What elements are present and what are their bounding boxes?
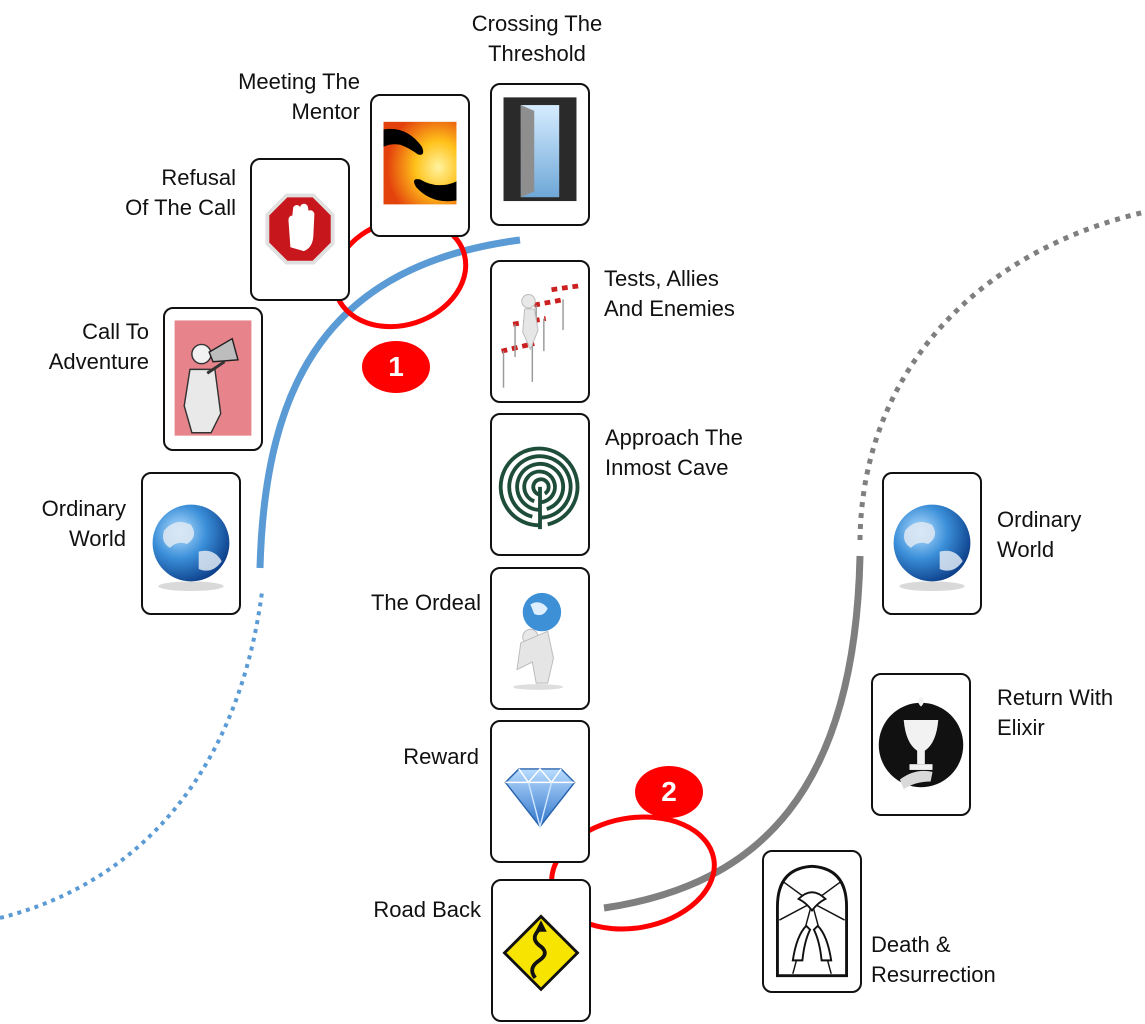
threshold-one-badge-label: 1 (388, 351, 404, 382)
departure-path-solid (256, 236, 521, 569)
crossing-the-threshold-card (490, 83, 590, 226)
meeting-the-mentor-card (370, 94, 470, 237)
the-ordeal-card (490, 567, 590, 710)
road-back-card (491, 879, 591, 1022)
death-resurrection-label: Death & Resurrection (871, 932, 996, 987)
winding-road-sign-icon (502, 914, 580, 992)
threshold-two-badge: 2 (635, 766, 703, 818)
call-to-adventure-card (163, 307, 263, 451)
ordinary-world-start-label: Ordinary World (41, 496, 126, 551)
megaphone-man-icon (174, 320, 252, 436)
approach-inmost-cave-label: Approach The Inmost Cave (605, 425, 743, 480)
road-back-label: Road Back (373, 897, 481, 922)
diamond-icon (504, 767, 576, 830)
call-to-adventure-label: Call To Adventure (48, 319, 149, 374)
return-path-dotted (857, 209, 1145, 541)
return-with-elixir-label: Return With Elixir (997, 685, 1114, 740)
tests-allies-enemies-card (490, 260, 590, 403)
globe-icon (152, 504, 230, 592)
return-path-solid (603, 555, 864, 912)
reward-card (490, 720, 590, 863)
ordinary-world-end-card (882, 472, 982, 615)
crossing-the-threshold-label: Crossing The Threshold (471, 11, 603, 66)
death-resurrection-card (762, 850, 862, 993)
dove-window-icon (776, 864, 848, 978)
carrying-globe-icon (513, 592, 564, 690)
labyrinth-icon (498, 446, 580, 530)
threshold-one-badge: 1 (362, 341, 430, 393)
threshold-two-badge-label: 2 (661, 776, 677, 807)
return-with-elixir-card (871, 673, 971, 816)
the-ordeal-label: The Ordeal (370, 590, 481, 615)
chalice-icon (878, 696, 964, 790)
open-door-icon (503, 97, 577, 202)
ordinary-world-end-label: Ordinary World (997, 507, 1082, 562)
reaching-hands-icon (383, 121, 457, 205)
approach-inmost-cave-card (490, 413, 590, 556)
ordinary-world-start-card (141, 472, 241, 615)
meeting-the-mentor-label: Meeting The Mentor (238, 69, 360, 124)
refusal-of-the-call-label: Refusal Of The Call (125, 165, 236, 220)
refusal-of-the-call-card (250, 158, 350, 301)
hurdles-icon (501, 283, 579, 388)
reward-label: Reward (403, 744, 479, 769)
stop-hand-icon (265, 193, 335, 265)
globe-icon (893, 504, 971, 592)
tests-allies-enemies-label: Tests, Allies And Enemies (604, 266, 735, 321)
departure-path-dotted (0, 591, 264, 920)
